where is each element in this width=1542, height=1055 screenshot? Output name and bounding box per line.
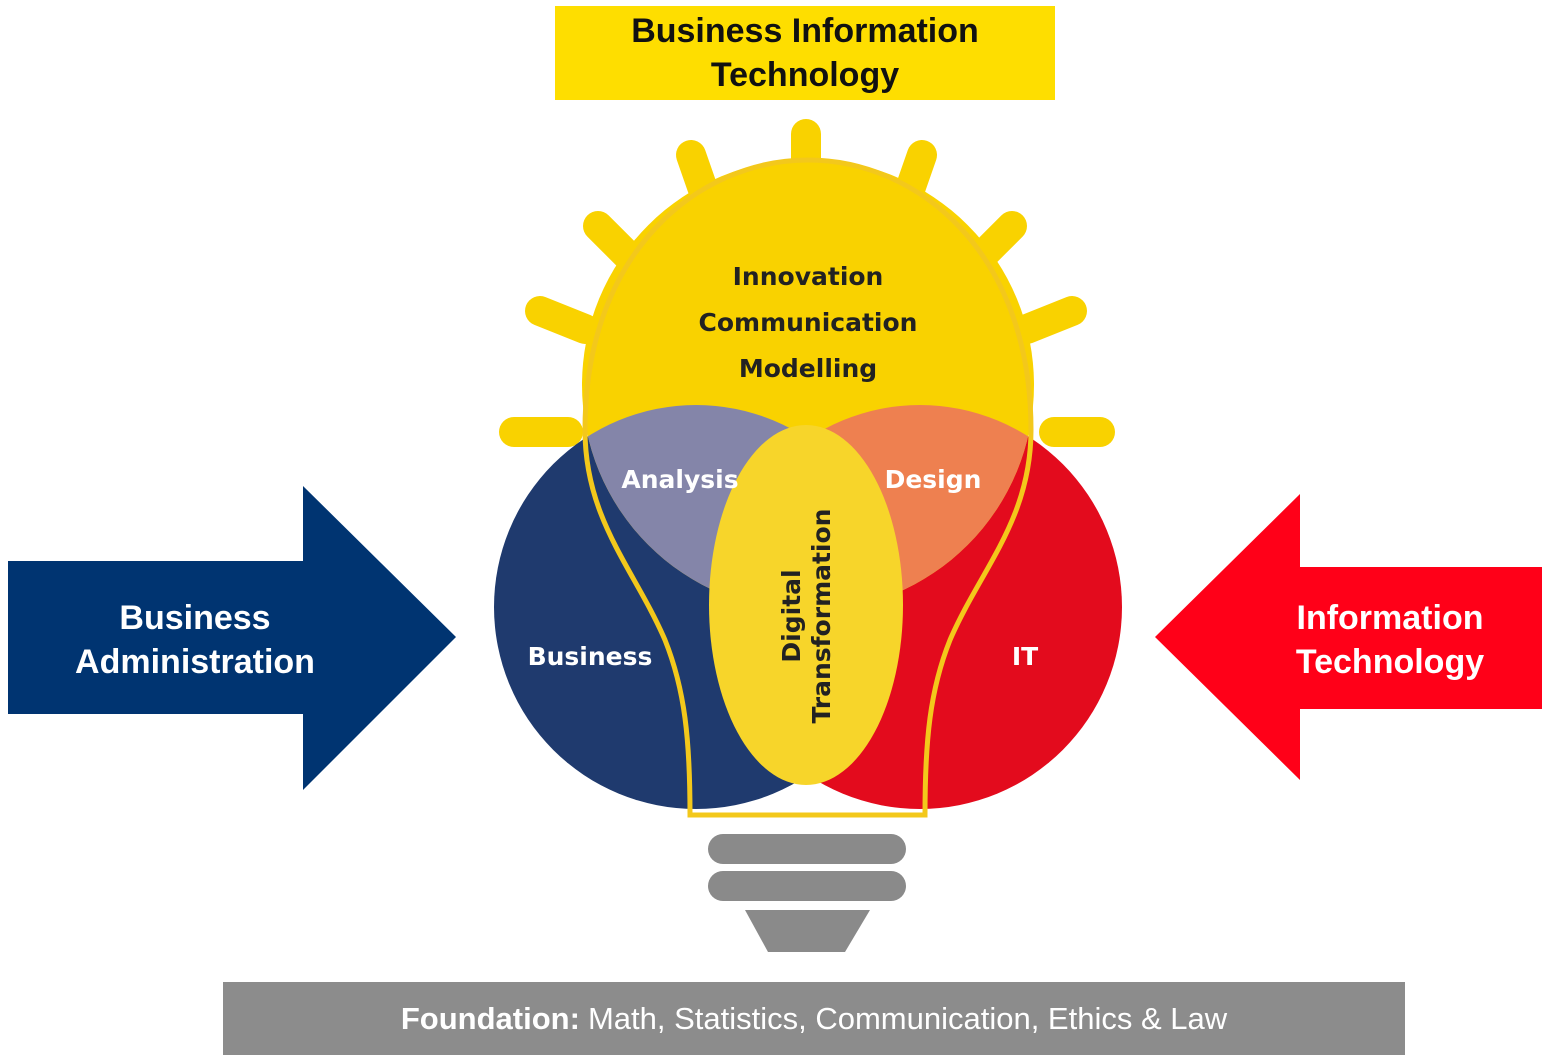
label-design: Design (884, 465, 982, 494)
title-line-1: Business Information (631, 12, 979, 50)
digital-transformation-lens (709, 425, 903, 785)
left-arrow-label: Business Administration (40, 590, 350, 690)
light-rays (499, 119, 1115, 447)
label-business: Business (527, 642, 653, 671)
right-arrow-label: Information Technology (1250, 590, 1530, 690)
right-arrow (1155, 494, 1542, 780)
label-innovation: Innovation (732, 262, 884, 291)
left-arrow-line-2: Administration (75, 643, 315, 681)
right-arrow-line-2: Technology (1295, 643, 1485, 681)
bulb-base-tip (745, 910, 870, 952)
right-arrow-line-1: Information (1296, 599, 1484, 637)
title-line-2: Technology (710, 56, 900, 94)
label-it: IT (1011, 642, 1039, 671)
label-analysis: Analysis (621, 465, 739, 494)
foundation-text: Math, Statistics, Communication, Ethics … (587, 1000, 1228, 1036)
center-line-2: Transformation (807, 508, 836, 724)
label-modelling: Modelling (738, 354, 878, 383)
label-digital-transformation: Digital Transformation (776, 421, 838, 811)
label-communication: Communication (698, 308, 918, 337)
left-arrow (8, 486, 456, 790)
title-box: Business Information Technology (555, 6, 1055, 100)
bulb-outline (582, 157, 1034, 818)
foundation-label: Foundation: (400, 1000, 580, 1036)
left-arrow-line-1: Business (119, 599, 271, 637)
bulb-base-ring-2 (708, 871, 906, 901)
center-line-1: Digital (777, 569, 806, 663)
foundation-bar: Foundation: Math, Statistics, Communicat… (223, 982, 1405, 1055)
bulb-base-ring-1 (708, 834, 906, 864)
